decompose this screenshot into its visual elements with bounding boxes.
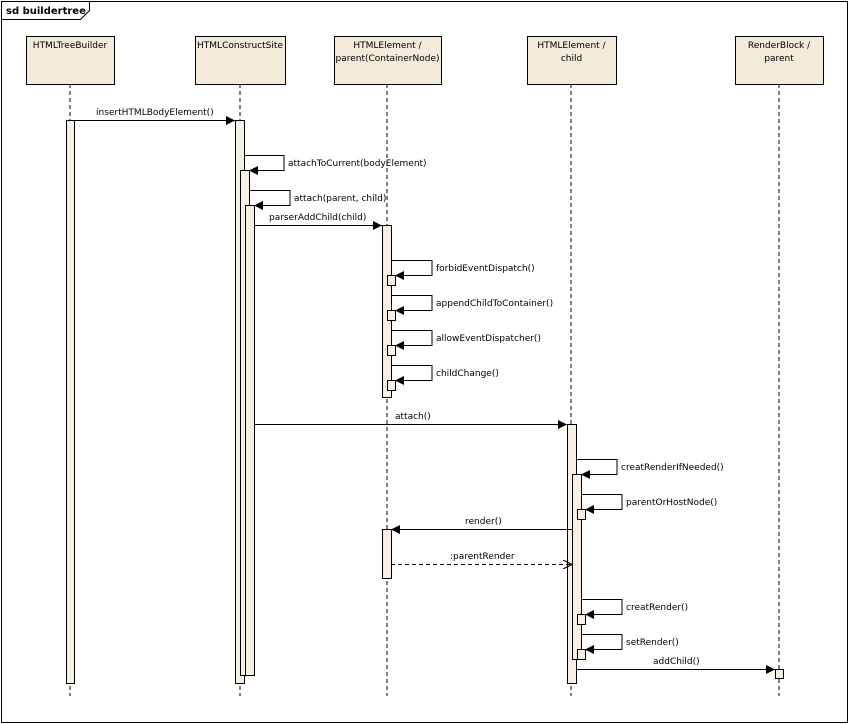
self-message-arrow [391,330,433,350]
message-self: allowEventDispatcher() [391,330,541,350]
activation-bar [387,310,396,321]
message-label: render() [465,517,502,527]
message-label: attachToCurrent(bodyElement) [288,159,427,169]
activation-bar [387,275,396,286]
lifeline-box [527,36,617,85]
message-label: parentOrHostNode() [626,498,717,508]
lifeline-rb: RenderBlock / parent [735,36,824,696]
message-label: creatRender() [626,603,688,613]
lifeline-label: HTMLTreeBuilder [33,41,108,51]
lifeline-ce: HTMLElement / child [527,36,617,696]
lifeline-label: RenderBlock / [748,41,811,51]
message-self: childChange() [391,365,499,385]
message-label: setRender() [626,638,679,648]
message-self: appendChildToContainer() [391,295,553,315]
message-sync: addChild() [576,657,775,674]
frame-title: sd buildertree [6,6,86,17]
message-label: forbidEventDispatch() [436,264,535,274]
message-return: :parentRender [391,552,572,565]
activation-bar [382,529,392,579]
self-message-arrow [581,634,623,654]
self-message-arrow [391,295,433,315]
message-self: creatRender() [581,599,688,619]
message-label: allowEventDispatcher() [436,334,541,344]
activation-bar [66,120,75,684]
self-message-arrow [391,260,433,280]
self-message-arrow [576,459,618,479]
activation-bar [572,474,582,660]
self-message-arrow [244,155,285,175]
lifeline-label: child [561,54,582,64]
message-sync: insertHTMLBodyElement() [74,108,235,125]
message-label: :parentRender [450,552,515,562]
message-self: parentOrHostNode() [581,494,717,514]
message-label: appendChildToContainer() [436,299,553,309]
message-label: addChild() [653,657,700,667]
lifeline-label: parent [764,54,794,64]
message-self: attachToCurrent(bodyElement) [244,155,427,175]
message-label: childChange() [436,369,499,379]
lifeline-pe: HTMLElement / parent(ContainerNode) [334,36,442,696]
self-message-arrow [391,365,433,385]
activation-bars [66,120,784,684]
message-self: creatRenderIfNeeded() [576,459,724,479]
message-label: attach(parent, child) [294,194,386,204]
message-self: forbidEventDispatch() [391,260,535,280]
activation-bar [775,669,784,679]
lifeline-label: HTMLConstructSite [197,41,283,51]
lifeline-label: HTMLElement / [353,41,422,51]
message-label: creatRenderIfNeeded() [621,463,724,473]
self-message-arrow [581,494,623,514]
activation-bar [387,345,396,356]
activation-bar [577,509,586,520]
lifeline-box [334,36,442,85]
message-label: attach() [395,412,431,422]
message-sync: render() [391,517,572,534]
activation-bar [387,380,396,391]
message-self: attach(parent, child) [249,190,386,210]
message-self: setRender() [581,634,679,654]
frame-tab [1,1,90,20]
lifeline-box [26,36,115,85]
activation-bar [245,205,255,676]
message-label: parserAddChild(child) [269,213,366,223]
lifeline-box [735,36,824,85]
self-message-arrow [581,599,623,619]
lifeline-cs: HTMLConstructSite [195,36,286,696]
self-message-arrow [249,190,291,210]
lifeline-label: parent(ContainerNode) [336,54,440,64]
lifeline-box [195,36,286,85]
message-sync: attach() [254,412,567,429]
lifeline-label: HTMLElement / [537,41,606,51]
message-sync: parserAddChild(child) [254,213,382,230]
message-label: insertHTMLBodyElement() [96,108,214,118]
activation-bar [577,649,586,660]
lifelines: HTMLTreeBuilder HTMLConstructSite HTMLElem… [26,36,824,696]
activation-bar [577,614,586,625]
messages: insertHTMLBodyElement() attachToCurrent(b… [74,108,775,674]
